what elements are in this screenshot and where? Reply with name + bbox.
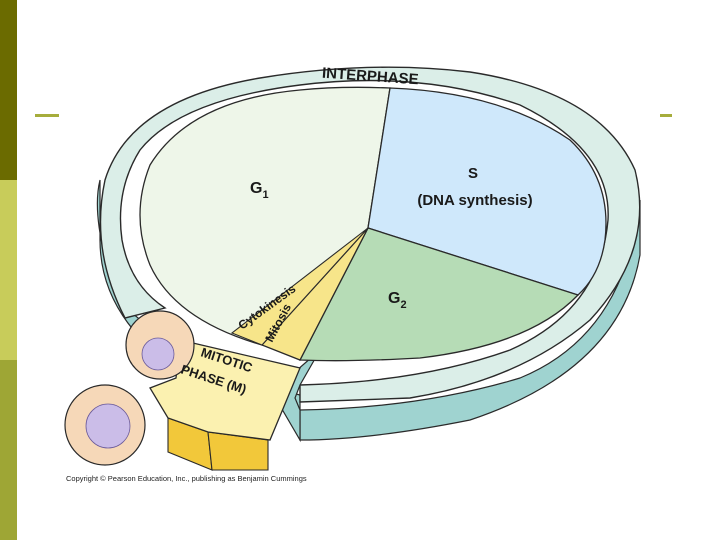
g2-sector [298,227,580,362]
interphase-ring [99,66,641,403]
accent-line-right [660,114,672,117]
g1-label: G1 [250,180,269,201]
s-sublabel: (DNA synthesis) [417,192,532,209]
left-bar-middle [0,180,17,360]
s-label: S [468,165,478,182]
g1-sector [139,86,391,346]
copyright-notice: Copyright © Pearson Education, Inc., pub… [66,474,307,483]
cell-upper-nucleus [141,337,175,371]
left-bar-top [0,0,17,180]
accent-line-left [35,114,59,117]
s-sector [367,87,607,296]
interphase-label: INTERPHASE [321,65,419,89]
left-bar-bottom [0,360,17,540]
cytokinesis-band [230,227,369,346]
g2-label: G2 [388,290,407,311]
cell-lower-nucleus [85,403,131,449]
